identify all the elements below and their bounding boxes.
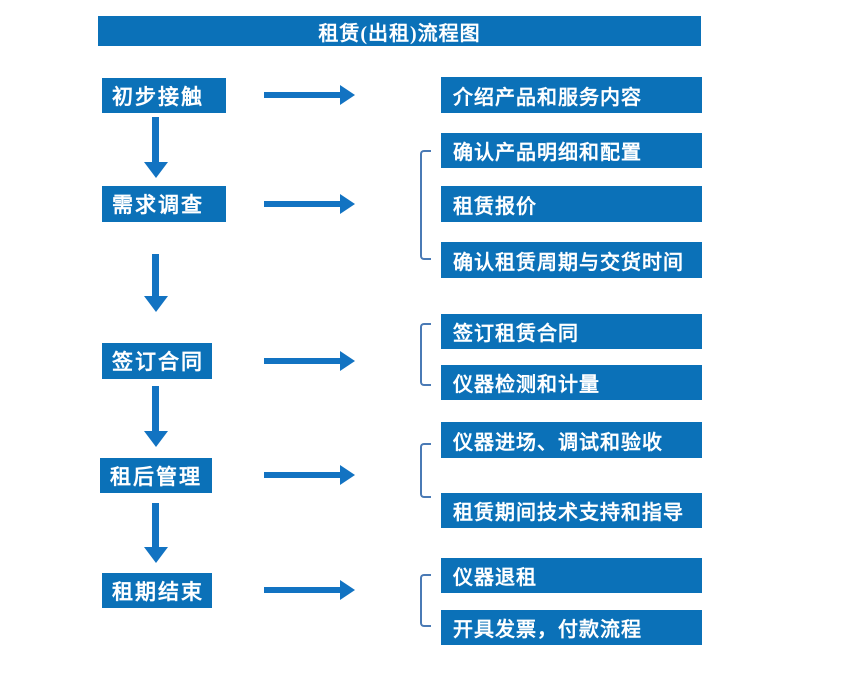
detail-box-instrument-setup: 仪器进场、调试和验收	[441, 422, 702, 458]
detail-box-confirm-rental-period: 确认租赁周期与交货时间	[441, 242, 702, 278]
step-box-post-rental-management: 租后管理	[100, 458, 212, 493]
flowchart-title: 租赁(出租)流程图	[98, 16, 701, 46]
detail-box-introduce-products: 介绍产品和服务内容	[441, 77, 702, 113]
step-box-demand-survey: 需求调查	[102, 186, 226, 222]
arrow-down-icon	[144, 117, 168, 178]
arrow-down-icon	[144, 503, 168, 563]
arrow-down-icon	[144, 254, 168, 312]
bracket-group-rental-end	[420, 574, 431, 627]
bracket-group-post-rental	[420, 443, 431, 498]
detail-box-rental-quote: 租赁报价	[441, 186, 702, 222]
step-box-initial-contact: 初步接触	[102, 78, 226, 113]
detail-box-instrument-return: 仪器退租	[441, 558, 702, 593]
step-box-sign-contract: 签订合同	[102, 343, 212, 379]
detail-box-sign-rental-contract: 签订租赁合同	[441, 314, 702, 349]
arrow-down-icon	[144, 386, 168, 447]
detail-box-invoice-payment: 开具发票，付款流程	[441, 610, 702, 645]
step-box-rental-end: 租期结束	[102, 573, 212, 608]
bracket-group-sign-contract	[420, 323, 431, 386]
detail-box-confirm-product-details: 确认产品明细和配置	[441, 133, 702, 168]
detail-box-instrument-testing: 仪器检测和计量	[441, 365, 702, 400]
bracket-group-demand-survey	[420, 150, 431, 260]
detail-box-technical-support: 租赁期间技术支持和指导	[441, 493, 702, 528]
